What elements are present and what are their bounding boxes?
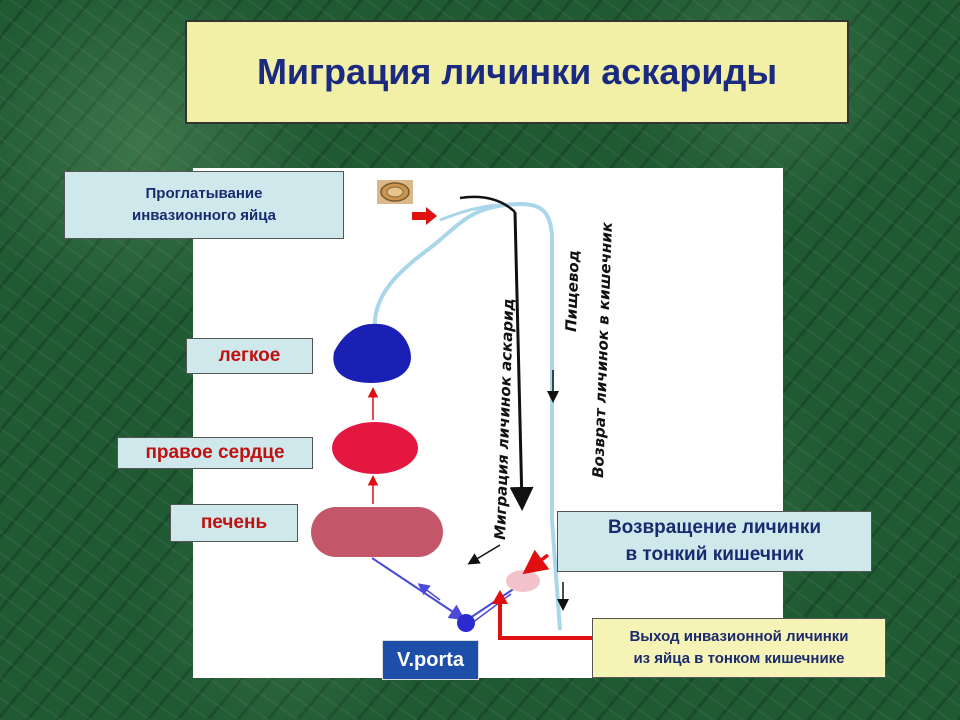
- exit-red-arrowhead: [492, 590, 508, 604]
- return-label-line2: в тонкий кишечник: [625, 543, 804, 565]
- title-box: Миграция личинки аскариды: [185, 20, 849, 124]
- ingestion-arrow: [412, 207, 437, 225]
- diagonal-black-arrow: [467, 544, 501, 565]
- migration-vertical-text: Миграция личинок аскарид: [491, 298, 517, 540]
- migration-top-curve: [459, 195, 516, 213]
- return-label-line1: Возвращение личинки: [607, 516, 822, 538]
- migration-black-line: [509, 211, 534, 511]
- entry-path: [439, 203, 501, 222]
- lung-trachea-path: [372, 201, 562, 631]
- vporta-vessel: [371, 557, 466, 621]
- return-label: Возвращение личинки в тонкий кишечник: [557, 511, 872, 572]
- lung-shape: [333, 323, 411, 383]
- ingestion-label-line1: Проглатывание: [145, 185, 263, 203]
- liver-label: печень: [170, 504, 298, 542]
- lung-label: легкое: [186, 338, 313, 374]
- return-red-arrow: [522, 549, 550, 575]
- diagram-panel: [193, 168, 783, 678]
- egg-icon: [377, 180, 413, 204]
- exit-label-line2: из яйца в тонком кишечнике: [633, 650, 845, 667]
- vporta-node: [457, 614, 475, 632]
- intestine-node: [506, 570, 540, 592]
- return-vertical-text: Возврат личинок в кишечник: [589, 221, 616, 478]
- exit-red-arrow: [498, 598, 592, 640]
- liver-shape: [311, 507, 443, 557]
- intestine-to-vporta-vessel: [469, 587, 516, 619]
- ingestion-label: Проглатывание инвазионного яйца: [64, 171, 344, 239]
- exit-label: Выход инвазионной личинки из яйца в тонк…: [592, 618, 886, 678]
- liver-label-text: печень: [200, 512, 268, 533]
- vporta-label: V.porta: [382, 640, 479, 680]
- vporta-label-text: V.porta: [396, 648, 465, 671]
- ingestion-label-line2: инвазионного яйца: [131, 207, 277, 224]
- heart-label-text: правое сердце: [145, 442, 285, 463]
- vporta-upward-arrow: [417, 583, 441, 601]
- exit-label-line1: Выход инвазионной личинки: [629, 628, 849, 646]
- lung-label-text: легкое: [218, 345, 281, 366]
- heart-label: правое сердце: [117, 437, 313, 469]
- heart-shape: [332, 422, 418, 474]
- page-title: Миграция личинки аскариды: [256, 51, 778, 92]
- esophagus-vertical-text: Пищевод: [562, 250, 583, 332]
